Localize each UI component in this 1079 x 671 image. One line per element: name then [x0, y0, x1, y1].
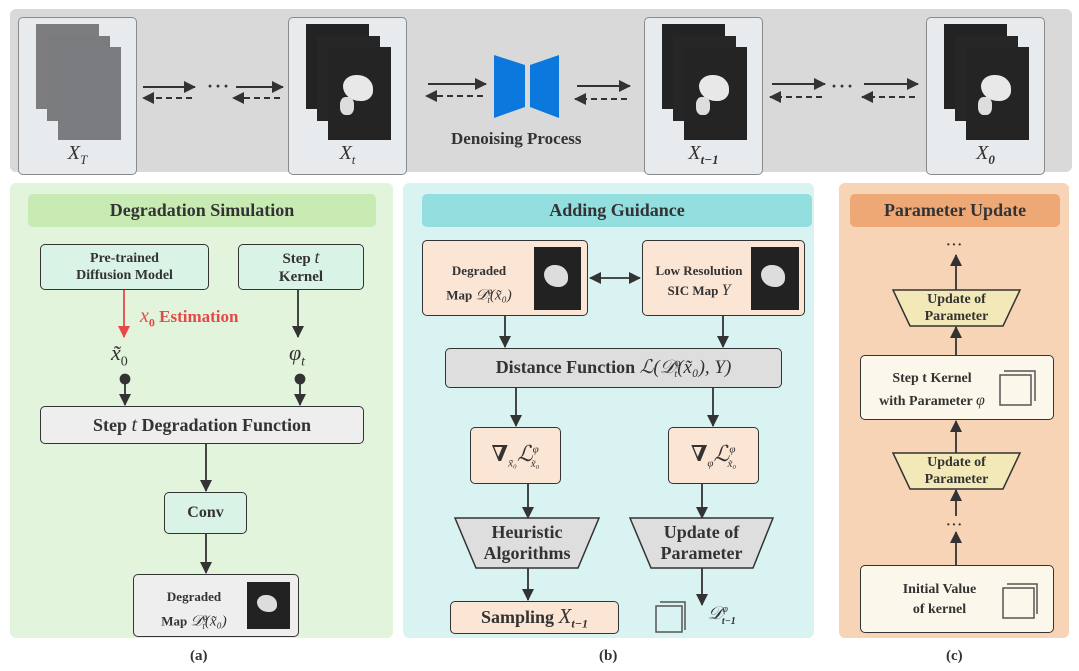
- update-of-parameter-trapezoid-bottom: [891, 452, 1022, 490]
- frame-x-T: XT: [18, 17, 137, 175]
- update-of-parameter-trapezoid: [628, 517, 775, 569]
- caption-a: (a): [190, 648, 208, 664]
- ellipsis: ···: [946, 518, 964, 533]
- frame-label: Xt: [339, 142, 356, 167]
- kernel-stack-icon: [1002, 583, 1038, 619]
- box-text: ∇φℒφx̃₀: [690, 441, 737, 470]
- caption-c: (c): [946, 648, 963, 664]
- degraded-map-box: Degraded Map 𝒟φt(x̃₀): [422, 240, 588, 316]
- gradient-x0-box: ∇x̃₀ℒφx̃₀: [470, 427, 561, 484]
- denoising-process-label: Denoising Process: [451, 129, 582, 148]
- ellipsis: ···: [207, 76, 232, 96]
- initial-value-of-kernel-box: Initial Value of kernel: [860, 565, 1054, 633]
- box-text: Initial Value of kernel: [902, 582, 977, 617]
- caption-b: (b): [599, 648, 618, 664]
- box-text: Kernel: [278, 269, 324, 285]
- distance-function-box: Distance Function ℒ(𝒟φt(x̃₀), Y): [445, 348, 782, 388]
- degraded-map-image: [534, 247, 581, 310]
- box-text: Pre-trained: [90, 251, 159, 266]
- step-t-degradation-function-box: Step t Degradation Function: [40, 406, 364, 444]
- frame-label: Xt−1: [688, 142, 719, 167]
- box-text: Distance Function ℒ(𝒟φt(x̃₀), Y): [495, 356, 732, 381]
- x0-estimation-label: x0 Estimation: [140, 305, 239, 330]
- sic-map-image: [751, 247, 799, 310]
- heuristic-algorithms-trapezoid: [453, 517, 601, 569]
- denoiser-unet-icon: [494, 55, 559, 118]
- kernel-stack-icon: [655, 601, 686, 633]
- frame-x-0: X0: [926, 17, 1045, 175]
- conv-box: Conv: [164, 492, 247, 534]
- box-text: ∇x̃₀ℒφx̃₀: [491, 441, 540, 470]
- frame-x-t-minus-1: Xt−1: [644, 17, 763, 175]
- box-text: Step t Kernel with Parameter φ: [879, 371, 985, 409]
- box-text: Sampling Xt−1: [481, 603, 588, 631]
- update-of-parameter-trapezoid-top: [891, 289, 1022, 327]
- pretrained-diffusion-model-box: Pre-trained Diffusion Model: [40, 244, 209, 290]
- next-degradation-operator: 𝒟φt−1: [708, 603, 736, 627]
- box-text: Degraded Map 𝒟φt(x̃₀): [446, 263, 512, 305]
- kernel-stack-icon: [999, 370, 1036, 406]
- frame-label: X0: [976, 142, 995, 167]
- box-text: Degraded Map 𝒟φt(x̃₀): [161, 589, 227, 631]
- frame-x-t: Xt: [288, 17, 407, 175]
- gradient-phi-box: ∇φℒφx̃₀: [668, 427, 759, 484]
- ellipsis: ···: [946, 238, 964, 253]
- panel-title: Parameter Update: [850, 194, 1060, 227]
- step-t-kernel-box: Step t Kernel with Parameter φ: [860, 355, 1054, 420]
- box-text: Step t Degradation Function: [92, 413, 312, 436]
- panel-title: Degradation Simulation: [28, 194, 376, 227]
- degraded-map-image: [247, 582, 290, 629]
- box-text: Low Resolution SIC Map Y: [655, 263, 743, 299]
- sampling-box: Sampling Xt−1: [450, 601, 619, 634]
- panel-title: Adding Guidance: [422, 194, 812, 227]
- ellipsis: ···: [831, 76, 856, 96]
- x0-tilde-symbol: x̃0: [111, 340, 128, 370]
- phi-t-symbol: φt: [289, 340, 306, 370]
- box-text: Diffusion Model: [76, 268, 173, 283]
- degraded-map-box: Degraded Map 𝒟φt(x̃₀): [133, 574, 299, 637]
- step-t-kernel-box: Step t Kernel: [238, 244, 364, 290]
- box-text: Step t: [282, 247, 320, 267]
- frame-label: XT: [67, 142, 88, 167]
- low-resolution-sic-map-box: Low Resolution SIC Map Y: [642, 240, 805, 316]
